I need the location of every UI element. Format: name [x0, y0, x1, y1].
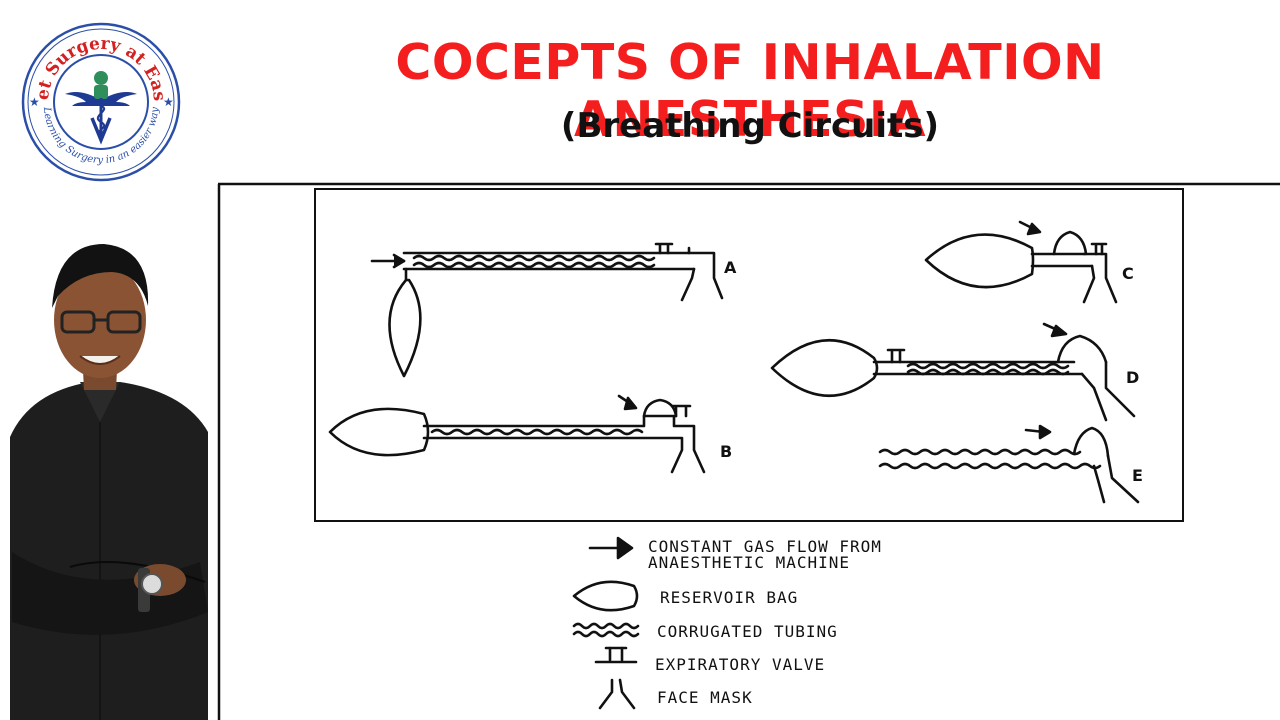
- reservoir-bag-icon: [572, 580, 639, 612]
- circuit-label-d: D: [1126, 368, 1140, 387]
- corrugated-tubing-icon: [572, 622, 640, 638]
- page-subtitle: (Breathing Circuits): [560, 106, 940, 146]
- svg-text:★: ★: [29, 95, 40, 109]
- legend: [572, 536, 640, 710]
- expiratory-valve-icon: [594, 646, 638, 664]
- circuit-d: [770, 322, 1136, 422]
- circuit-label-e: E: [1132, 466, 1143, 485]
- legend-gas-flow-line2: ANAESTHETIC MACHINE: [648, 553, 851, 572]
- presenter-photo: [0, 222, 215, 720]
- circuit-e: [878, 424, 1140, 504]
- page-title: COCEPTS OF INHALATION ANESTHESIA: [395, 34, 1105, 148]
- svg-text:★: ★: [163, 95, 174, 109]
- circuit-label-c: C: [1122, 264, 1134, 283]
- legend-expiratory-valve: EXPIRATORY VALVE: [655, 655, 826, 674]
- circuit-b: [328, 394, 706, 474]
- circuit-c: [924, 220, 1118, 304]
- legend-gas-flow-line1: CONSTANT GAS FLOW FROM: [648, 537, 882, 556]
- circuit-label-a: A: [724, 258, 737, 277]
- breathing-circuits-diagram: [314, 188, 1184, 522]
- logo: Vet Surgery at Ease Learning Surgery in …: [20, 22, 181, 182]
- legend-reservoir-bag: RESERVOIR BAG: [660, 588, 799, 607]
- legend-corrugated-tubing: CORRUGATED TUBING: [657, 622, 838, 641]
- legend-face-mask: FACE MASK: [657, 688, 753, 707]
- face-mask-icon: [598, 678, 636, 710]
- circuit-a: [370, 242, 724, 378]
- arrow-icon: [588, 536, 634, 560]
- circuit-label-b: B: [720, 442, 733, 461]
